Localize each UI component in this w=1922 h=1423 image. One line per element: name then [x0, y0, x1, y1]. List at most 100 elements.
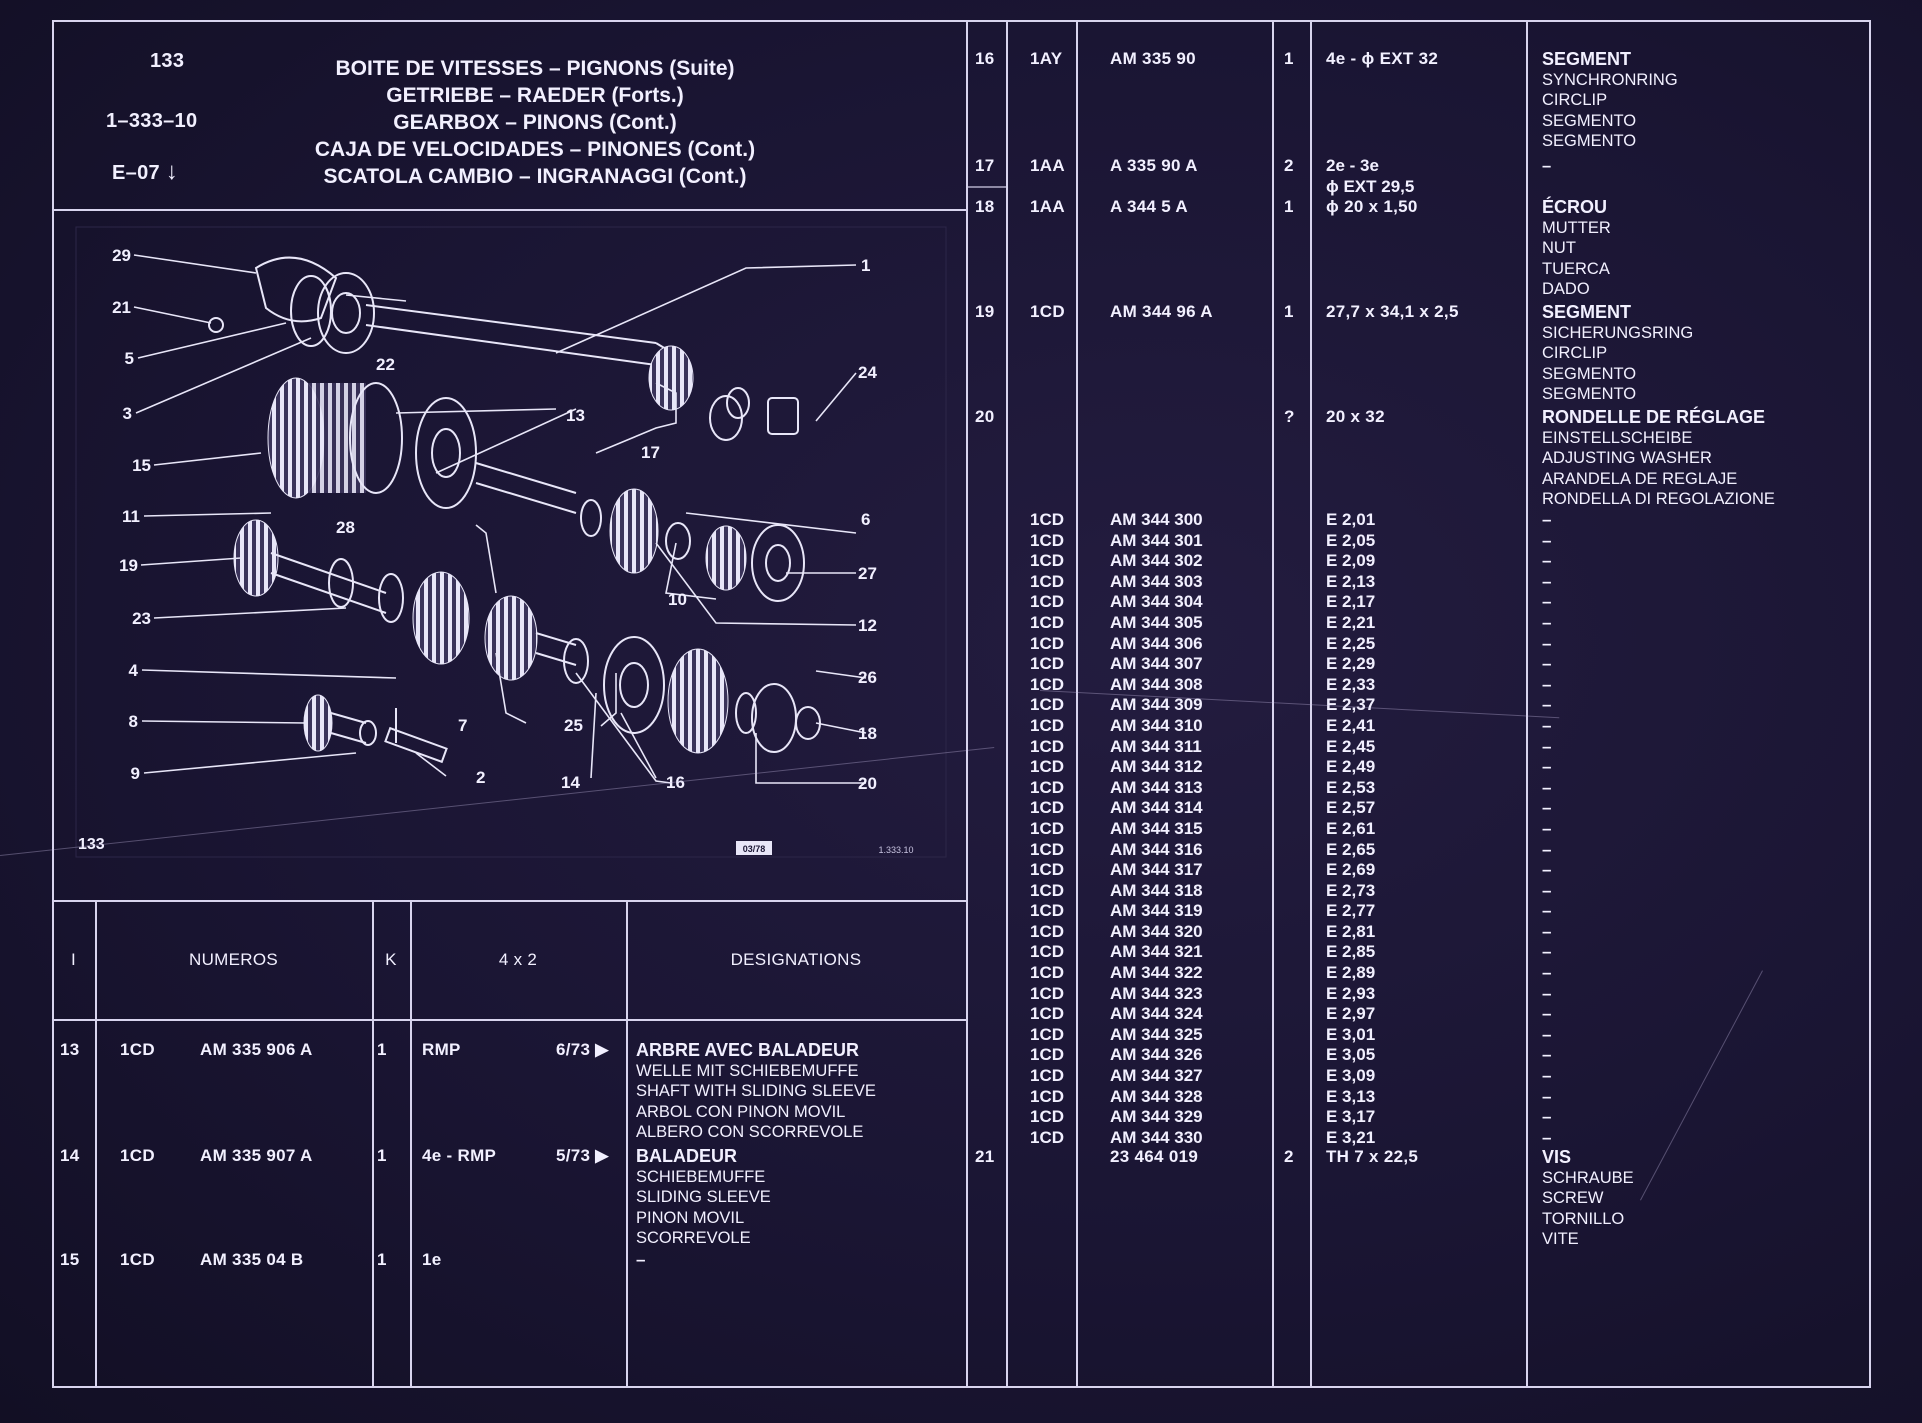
list-item: GEARBOX – PINONS (Cont.): [393, 111, 677, 134]
callout: 12: [858, 616, 877, 635]
list-item: AM 344 315: [1110, 818, 1203, 838]
list-item: 1CD: [1030, 880, 1065, 900]
list-item: E 2,81: [1326, 921, 1376, 941]
callout: 11: [122, 507, 140, 526]
list-item: –: [1542, 530, 1552, 550]
list-item: –: [1542, 757, 1552, 777]
callout: 26: [858, 668, 877, 687]
list-item: AM 344 310: [1110, 715, 1203, 735]
list-item: –: [1542, 942, 1552, 962]
list-item: 1CD: [1030, 798, 1065, 818]
list-item: 1CD: [1030, 612, 1065, 632]
list-item: E 2,73: [1326, 880, 1376, 900]
list-item: 1CD: [1030, 695, 1065, 715]
list-item: VIS: [1542, 1147, 1572, 1167]
callout: 13: [566, 406, 585, 425]
list-item: SEGMENT: [1542, 302, 1632, 322]
list-item: MUTTER: [1542, 218, 1611, 237]
list-item: SLIDING SLEEVE: [636, 1188, 771, 1207]
list-item: E 2,93: [1326, 983, 1376, 1003]
list-item: AM 344 301: [1110, 530, 1203, 550]
page-frame: [52, 20, 1871, 1388]
list-item: AM 344 306: [1110, 633, 1203, 653]
callout: 10: [668, 590, 687, 609]
list-item: 1CD: [1030, 633, 1065, 653]
list-item: AM 344 313: [1110, 777, 1203, 797]
list-item: 1CD: [1030, 674, 1065, 694]
callout: 24: [858, 363, 877, 382]
edition: E–07 ↓: [112, 158, 179, 185]
col-divider: [1272, 20, 1274, 1388]
list-item: AM 344 327: [1110, 1066, 1203, 1086]
list-item: E 3,05: [1326, 1045, 1376, 1065]
list-item: –: [1542, 901, 1552, 921]
list-item: SEGMENTO: [1542, 385, 1637, 404]
list-item: E 2,13: [1326, 571, 1376, 591]
callout: 9: [131, 764, 140, 783]
list-item: –: [1542, 715, 1552, 735]
list-item: 1CD: [1030, 757, 1065, 777]
list-item: E 2,85: [1326, 942, 1376, 962]
col-header-i: I: [70, 950, 77, 969]
list-item: SCHRAUBE: [1542, 1168, 1634, 1187]
list-item: –: [1542, 921, 1552, 941]
list-item: –: [1542, 818, 1552, 838]
list-item: CIRCLIP: [1542, 91, 1608, 110]
list-item: DADO: [1542, 280, 1590, 299]
list-item: –: [1542, 674, 1552, 694]
callout: 1: [861, 256, 870, 275]
list-item: TORNILLO: [1542, 1209, 1625, 1228]
list-item: E 3,21: [1326, 1127, 1376, 1147]
list-item: SEGMENTO: [1542, 364, 1637, 383]
list-item: AM 344 322: [1110, 963, 1203, 983]
list-item: 1CD: [1030, 1045, 1065, 1065]
list-item: AM 344 305: [1110, 612, 1203, 632]
list-item: RONDELLA DI REGOLAZIONE: [1542, 490, 1775, 509]
list-item: 1CD: [1030, 1066, 1065, 1086]
list-item: –: [1542, 1066, 1552, 1086]
list-item: 1CD: [1030, 571, 1065, 591]
callout: 8: [129, 712, 138, 731]
list-item: VITE: [1542, 1230, 1579, 1249]
col-header-numeros: NUMEROS: [189, 950, 278, 969]
list-item: AM 344 326: [1110, 1045, 1203, 1065]
diagram-ref: 1.333.10: [878, 845, 913, 855]
list-item: 1CD: [1030, 839, 1065, 859]
list-item: E 2,89: [1326, 963, 1376, 983]
list-item: 1CD: [1030, 1086, 1065, 1106]
list-item: SHAFT WITH SLIDING SLEEVE: [636, 1082, 876, 1101]
list-item: 1CD: [1030, 942, 1065, 962]
list-item: E 2,65: [1326, 839, 1376, 859]
col-divider: [372, 900, 374, 1388]
list-item: AM 344 320: [1110, 921, 1203, 941]
list-item: 1CD: [1030, 901, 1065, 921]
list-item: E 2,09: [1326, 551, 1376, 571]
list-item: TUERCA: [1542, 259, 1610, 278]
callout: 27: [858, 564, 877, 583]
callout: 17: [641, 443, 660, 462]
list-item: SICHERUNGSRING: [1542, 323, 1694, 342]
list-item: 1CD: [1030, 510, 1065, 529]
list-item: –: [1542, 1024, 1552, 1044]
list-item: –: [1542, 880, 1552, 900]
list-item: E 2,57: [1326, 798, 1376, 818]
list-item: –: [1542, 1045, 1552, 1065]
list-item: AM 344 328: [1110, 1086, 1203, 1106]
list-item: E 3,01: [1326, 1024, 1376, 1044]
list-item: SCORREVOLE: [636, 1229, 751, 1248]
list-item: AM 344 312: [1110, 757, 1203, 777]
arrow-down-icon: ↓: [165, 158, 179, 185]
list-item: 1CD: [1030, 551, 1065, 571]
col-header-designations: DESIGNATIONS: [730, 950, 862, 969]
list-item: AM 344 317: [1110, 860, 1203, 880]
list-item: ϕ EXT 29,5: [1326, 176, 1415, 196]
list-item: 1CD: [1030, 983, 1065, 1003]
list-item: E 2,69: [1326, 860, 1376, 880]
list-item: 1CD: [1030, 1127, 1065, 1147]
list-item: AM 344 314: [1110, 798, 1203, 818]
list-item: –: [1542, 798, 1552, 818]
col-divider: [95, 900, 97, 1388]
